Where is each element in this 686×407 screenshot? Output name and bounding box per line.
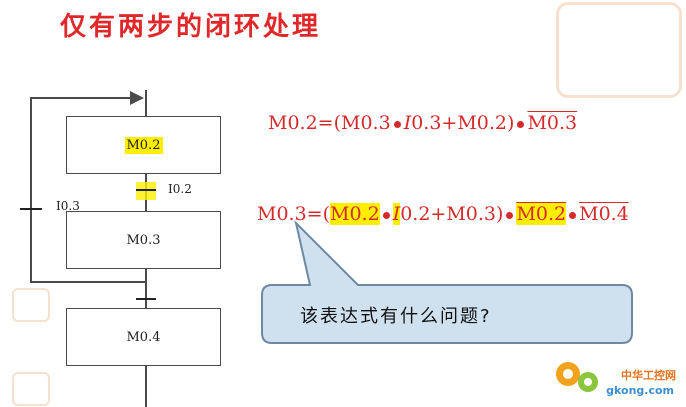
eq2-input-num: 0.2 — [400, 203, 431, 225]
loop-arrow-icon — [130, 91, 144, 105]
eq2-negated-m02: M0.2 — [516, 203, 567, 225]
transition-bar-i02-over — [136, 189, 156, 191]
and-dot-icon — [393, 120, 401, 128]
step-label-m04: M0.4 — [126, 329, 161, 345]
and-dot-icon — [382, 211, 390, 219]
transition-bar-bottom — [136, 298, 156, 300]
seal-watermark-top-right — [556, 2, 682, 98]
logo-url: gkong.com — [606, 384, 674, 397]
step-box-m04: M0.4 — [66, 308, 221, 366]
equation-m02: M0.2=(M0.3 I0.3+M0.2) M0.3 — [268, 112, 577, 134]
step-box-m02: M0.2 — [66, 116, 221, 174]
loop-left-line — [30, 98, 32, 282]
transition-highlight — [136, 182, 156, 200]
transition-bar-i03 — [20, 208, 42, 210]
and-dot-icon — [517, 120, 525, 128]
callout-bubble — [261, 219, 633, 344]
callout-question: 该表达式有什么问题? — [300, 306, 492, 327]
step-label-m03: M0.3 — [126, 232, 161, 248]
transition-label-i03: I0.3 — [56, 199, 80, 213]
eq2-or-term: +M0.3) — [430, 203, 504, 225]
eq1-mid: 0.3+M0.2) — [411, 112, 515, 134]
eq1-input-letter: I — [403, 112, 412, 134]
step-label-m02: M0.2 — [124, 136, 163, 154]
eq1-lhs: M0.2=(M0.3 — [268, 112, 391, 134]
eq2-negated-m04: M0.4 — [579, 203, 629, 225]
step-box-m03: M0.3 — [66, 211, 221, 269]
and-dot-icon — [569, 211, 577, 219]
seal-watermark-left-bottom — [12, 372, 50, 406]
loop-top-line — [30, 97, 136, 99]
eq2-input-letter: I — [392, 203, 401, 225]
eq1-negated-term: M0.3 — [527, 112, 578, 134]
loop-bottom-line — [30, 281, 146, 283]
slide-title: 仅有两步的闭环处理 — [60, 12, 322, 42]
transition-label-i02: I0.2 — [168, 182, 192, 196]
logo-name: 中华工控网 — [621, 369, 676, 382]
gear-logo-icon — [556, 362, 598, 392]
seal-watermark-left-mid — [12, 288, 50, 322]
eq2-lhs: M0.3=( — [257, 203, 331, 225]
eq2-term-m02: M0.2 — [330, 203, 380, 225]
and-dot-icon — [506, 211, 514, 219]
